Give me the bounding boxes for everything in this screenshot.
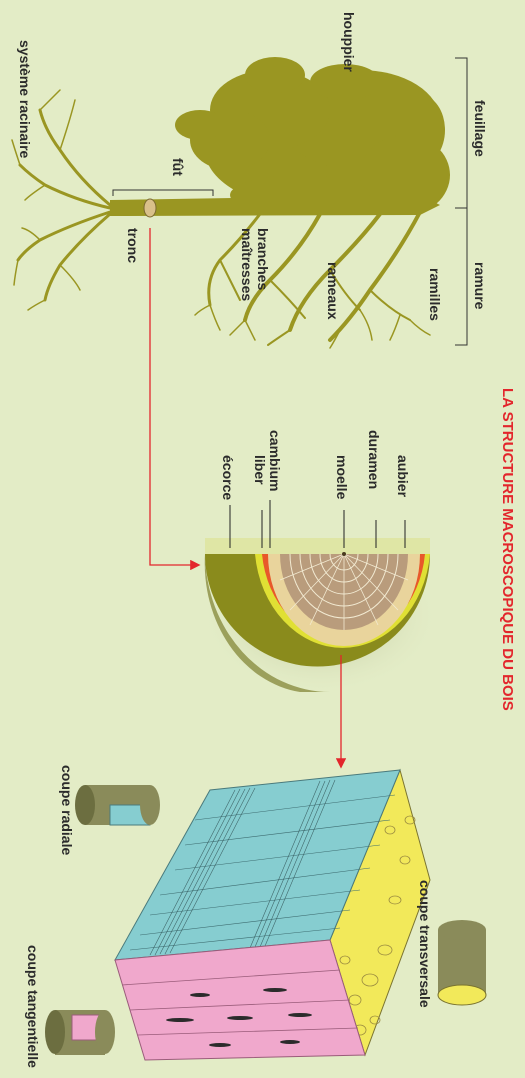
trunk-section — [200, 535, 440, 695]
label-feuillage: feuillage — [472, 100, 488, 157]
label-fut: fût — [170, 158, 186, 176]
cylinder-transversale-icon — [438, 920, 486, 1005]
cylinder-tangentielle-icon — [45, 1010, 115, 1055]
tree-illustration — [12, 57, 450, 348]
label-systeme-racinaire: système racinaire — [17, 40, 33, 159]
label-moelle: moelle — [334, 455, 350, 500]
tangential-face — [115, 940, 365, 1060]
page-title: LA STRUCTURE MACROSCOPIQUE DU BOIS — [499, 388, 516, 711]
label-ecorce: écorce — [220, 455, 236, 500]
trunk-cut — [144, 199, 156, 217]
trunk-labels: aubier duramen moelle cambium liber écor… — [220, 430, 411, 500]
label-liber: liber — [252, 455, 268, 485]
label-coupe-tangentielle: coupe tangentielle — [25, 945, 41, 1068]
label-maitresses: maîtresses — [239, 228, 255, 301]
section-top-face — [205, 538, 430, 554]
label-rameaux: rameaux — [325, 262, 341, 320]
label-houppier: houppier — [341, 12, 357, 72]
label-coupe-radiale: coupe radiale — [59, 765, 75, 855]
wood-block — [115, 770, 430, 1060]
label-cambium: cambium — [267, 430, 283, 491]
label-aubier: aubier — [395, 455, 411, 498]
branches — [195, 212, 430, 348]
trunk-shape — [110, 195, 440, 216]
foliage — [175, 57, 450, 215]
pith — [342, 552, 346, 556]
label-duramen: duramen — [366, 430, 382, 489]
label-tronc: tronc — [125, 228, 141, 263]
label-coupe-transversale: coupe transversale — [417, 880, 433, 1008]
label-ramure: ramure — [472, 262, 488, 310]
label-branches: branches — [255, 228, 271, 290]
cylinder-radiale-icon — [75, 785, 160, 825]
label-ramilles: ramilles — [427, 268, 443, 321]
